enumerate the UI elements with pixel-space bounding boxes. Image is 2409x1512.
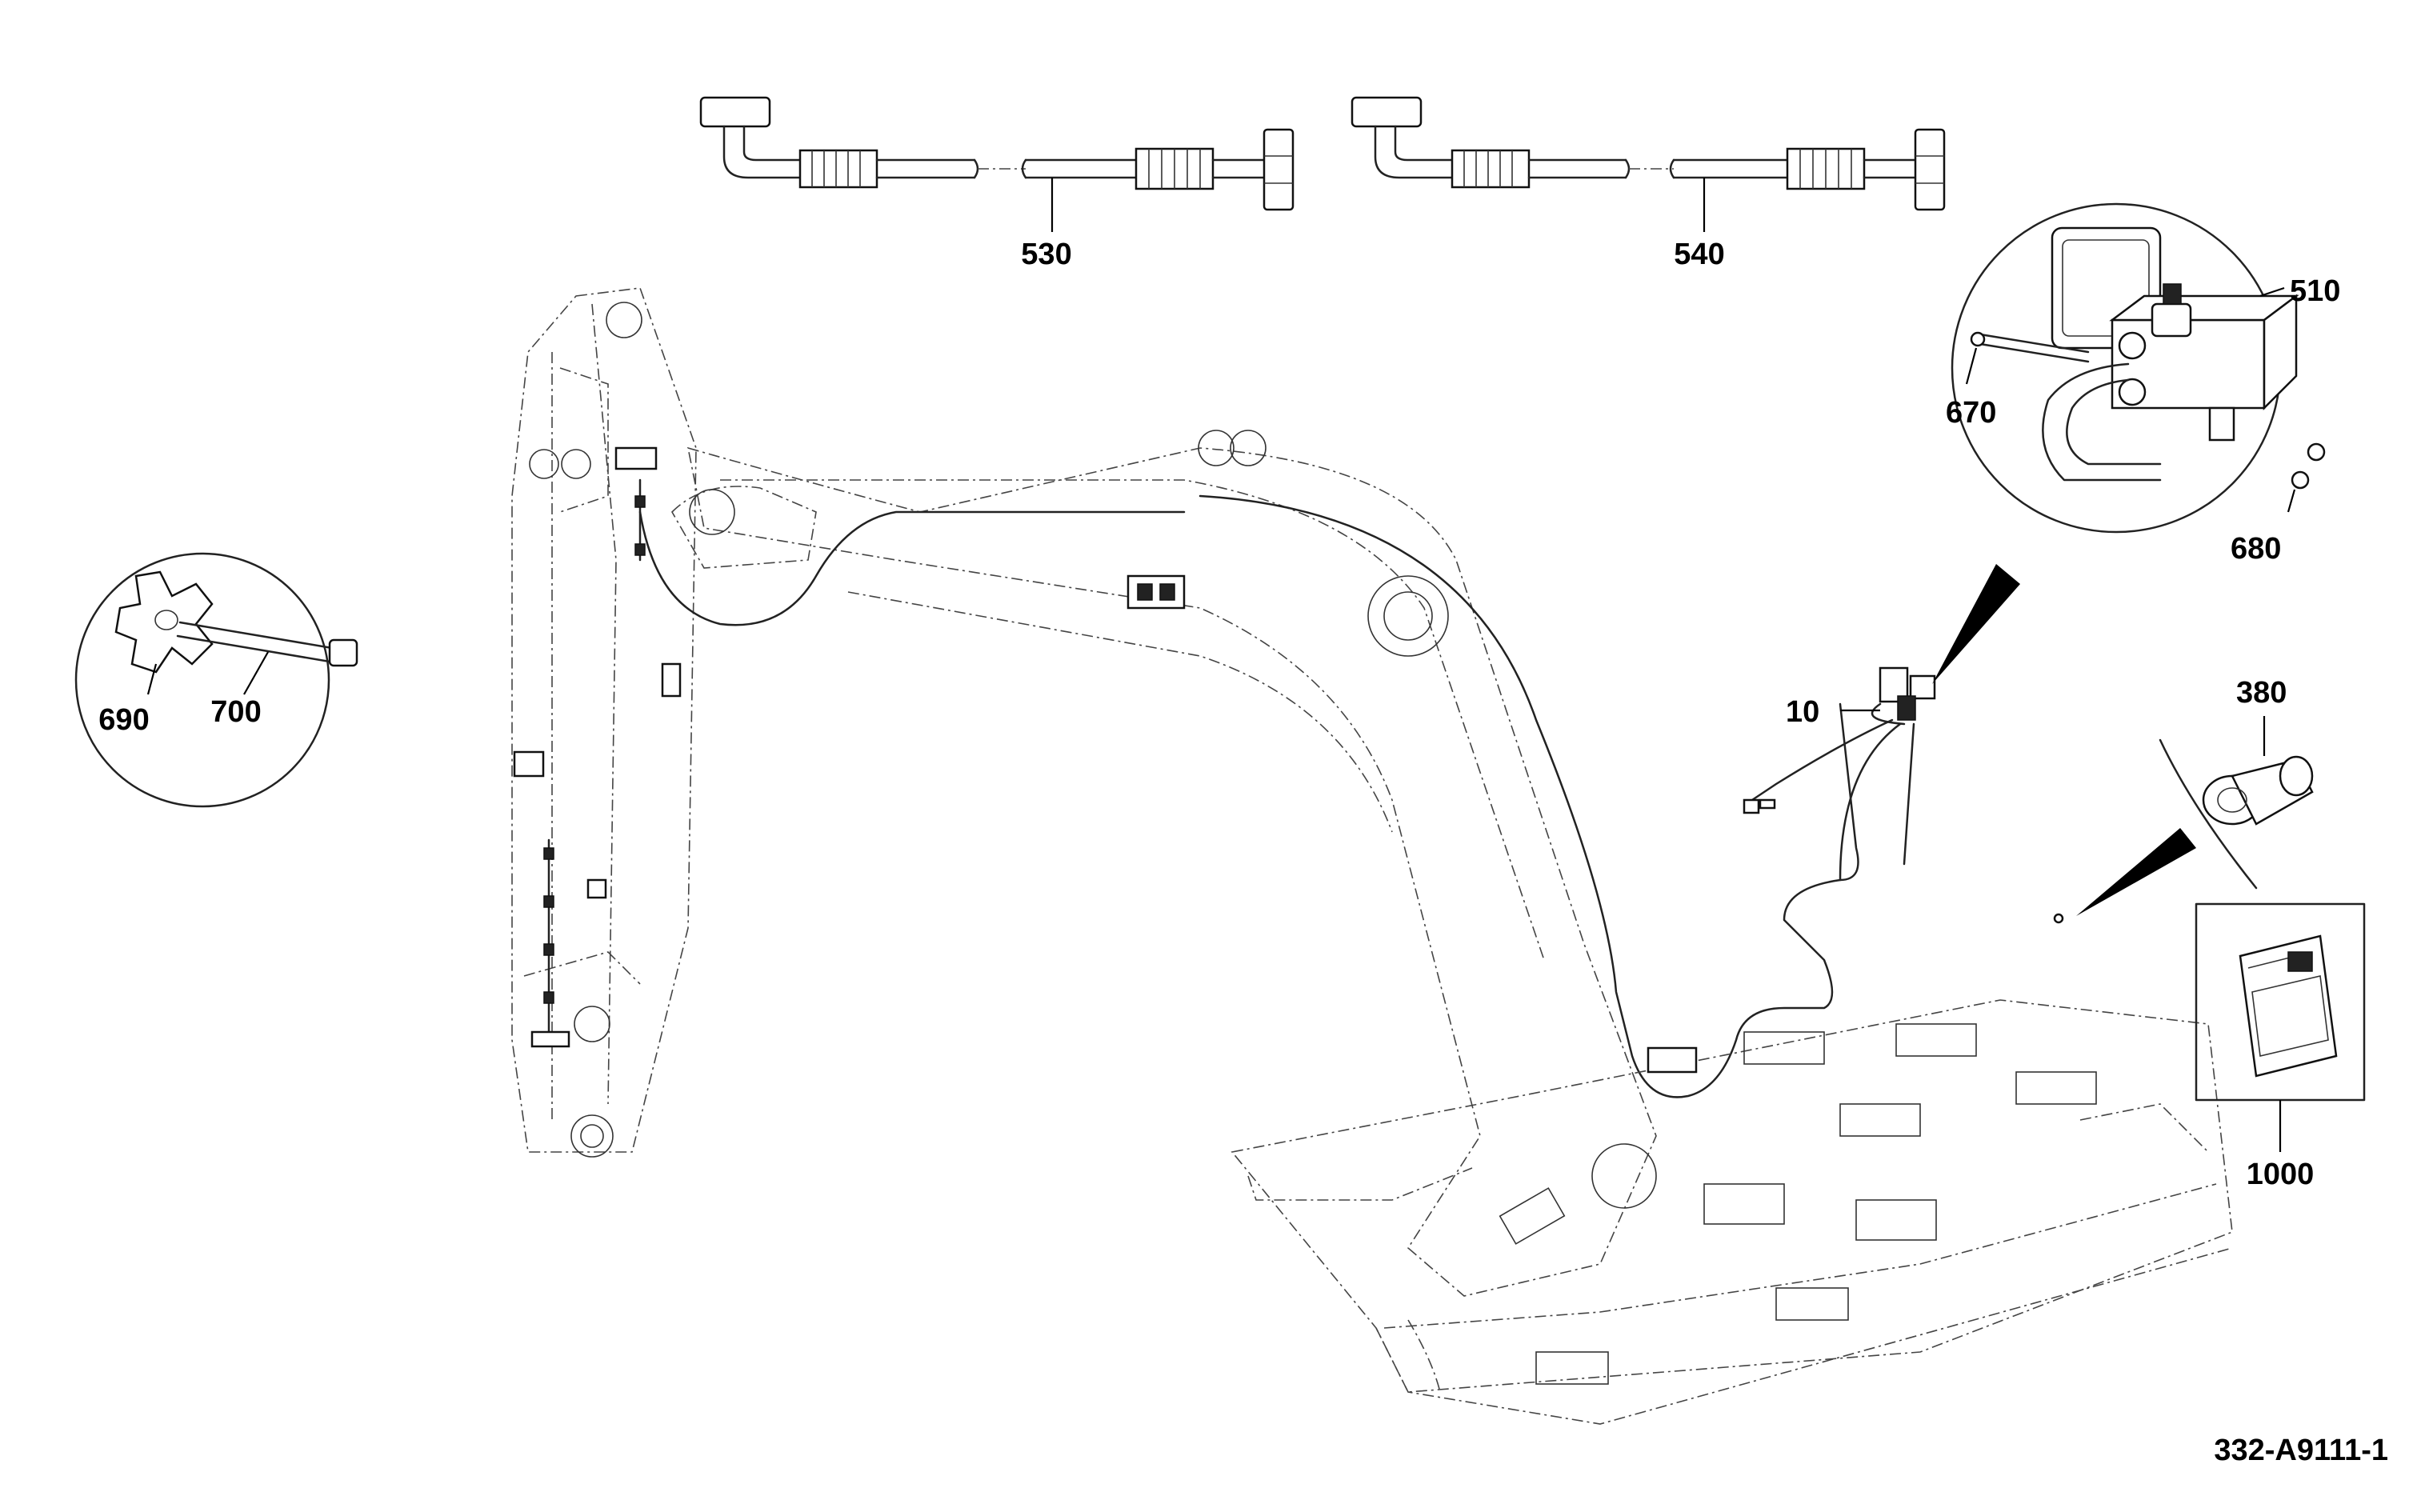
callout-700: 700 [210,695,261,729]
callout-530: 530 [1021,238,1071,271]
callout-10: 10 [1786,695,1819,729]
hose-530-icon [699,96,1295,232]
callout-1000: 1000 [2247,1158,2315,1191]
manual-1000-icon [2195,902,2366,1152]
callout-540: 540 [1674,238,1724,271]
valve-detail-icon [1951,202,2326,534]
valve-10-icon [1743,564,2020,882]
main-boom-icon [614,430,1859,1297]
hose-540-icon [1351,96,1946,232]
upper-frame-icon [1231,999,2233,1425]
callout-380: 380 [2236,676,2287,710]
callout-510: 510 [2290,274,2340,308]
callout-680: 680 [2231,532,2281,566]
adapter-380-icon [2053,716,2314,924]
star-knob-bolt-icon [74,552,358,808]
drawing-number: 332-A9111-1 [2214,1434,2388,1467]
dipper-arm-icon [511,287,697,1158]
callout-670: 670 [1946,396,1996,430]
callout-690: 690 [98,703,149,737]
